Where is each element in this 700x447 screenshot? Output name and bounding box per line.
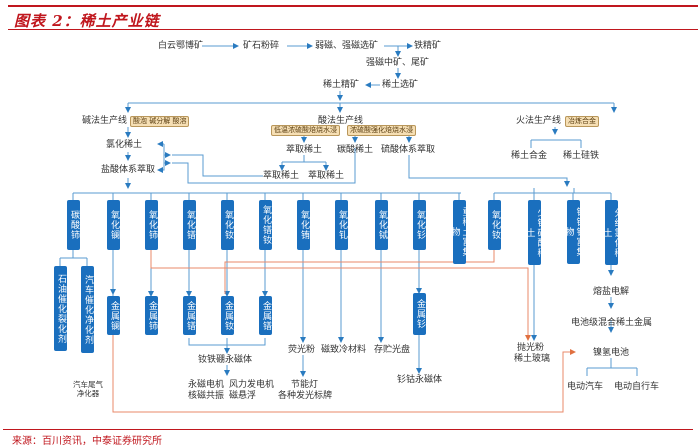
node-metal-prnd: 金属镨 bbox=[259, 296, 272, 335]
product-sm-eu-gd: 钐铕钆富集物 bbox=[564, 200, 585, 264]
app-motor: 永磁电机 bbox=[188, 380, 225, 390]
node-ore: 白云鄂博矿 bbox=[158, 41, 204, 51]
top-rule bbox=[8, 5, 698, 7]
source-note: 来源：百川资讯，中泰证券研究所 bbox=[12, 436, 162, 447]
node-re-chloride: 氯化稀土 bbox=[106, 140, 143, 150]
node-metal-la: 金属镧 bbox=[107, 296, 120, 335]
node-hcl-extract: 盐酸体系萃取 bbox=[101, 165, 156, 175]
node-ev: 电动汽车 bbox=[567, 382, 604, 392]
node-re-concentrate: 稀土精矿 bbox=[323, 80, 360, 90]
node-extract-re-a: 萃取稀土 bbox=[263, 171, 300, 181]
node-re-select: 稀土选矿 bbox=[382, 80, 419, 90]
node-petro-catalyst: 石油催化裂化剂 bbox=[54, 266, 67, 351]
node-magnetic: 弱磁、强磁选矿 bbox=[315, 41, 379, 51]
tag-acid-1: 低温浓硫酸焙烧水浸 bbox=[271, 125, 340, 136]
node-ndfeb: 钕铁硼永磁体 bbox=[198, 355, 253, 365]
product-pr-oxide: 氧化镨 bbox=[183, 200, 196, 250]
tag-acid-2: 浓硫酸强化焙烧水浸 bbox=[347, 125, 416, 136]
node-ebike: 电动自行车 bbox=[614, 382, 660, 392]
tag-alkali: 酸泡 碱分解 酸溶 bbox=[130, 116, 190, 127]
product-tb-oxide: 氧化铽 bbox=[375, 200, 388, 250]
node-nimh: 镍氢电池 bbox=[593, 348, 630, 358]
node-metal-pr: 金属镨 bbox=[183, 296, 196, 335]
product-heavy-re: 重稀土富集物 bbox=[450, 200, 471, 264]
bottom-rule bbox=[3, 429, 693, 430]
node-storage-disc: 存贮光盘 bbox=[374, 345, 411, 355]
node-re-glass: 稀土玻璃 bbox=[514, 354, 551, 364]
figure-title: 图表 2：稀土产业链 bbox=[14, 12, 160, 30]
product-nd-oxide-2: 氧化钕 bbox=[488, 200, 501, 250]
node-battery-metal: 电池级混合稀土金属 bbox=[571, 318, 653, 328]
node-re-alloy: 稀土合金 bbox=[511, 151, 548, 161]
product-pr-nd-oxide: 氧化镨钕 bbox=[259, 200, 272, 250]
node-polish-powder: 抛光粉 bbox=[517, 343, 545, 353]
product-ce-carbonate: 碳酸铈 bbox=[67, 200, 80, 250]
app-nmr: 核磁共振 bbox=[188, 391, 225, 401]
node-carbonate-re: 碳酸稀土 bbox=[337, 145, 374, 155]
node-acid-line: 酸法生产线 bbox=[318, 116, 364, 126]
node-crush: 矿石粉碎 bbox=[243, 41, 280, 51]
product-gd-oxide: 氧化钆 bbox=[335, 200, 348, 250]
node-signs: 各种发光标牌 bbox=[278, 391, 333, 401]
product-eu-oxide: 氧化铕 bbox=[297, 200, 310, 250]
node-molten-salt: 熔盐电解 bbox=[593, 287, 630, 297]
node-metal-ce: 金属铈 bbox=[145, 296, 158, 335]
node-auto-exhaust: 汽车尾气净化器 bbox=[73, 380, 103, 398]
node-alkali-line: 碱法生产线 bbox=[82, 116, 128, 126]
orange-ce-to-polish bbox=[150, 250, 531, 341]
product-drops bbox=[72, 193, 460, 200]
node-auto-catalyst: 汽车催化净化剂 bbox=[81, 266, 94, 353]
product-sm-oxide: 氧化钐 bbox=[413, 200, 426, 250]
node-extract-re: 萃取稀土 bbox=[286, 145, 323, 155]
tag-fire: 冶炼合金 bbox=[565, 116, 599, 127]
node-iron: 铁精矿 bbox=[414, 41, 442, 51]
product-low-nd-carbonate: 少钕碳酸稀土 bbox=[525, 200, 546, 265]
app-maglev: 磁悬浮 bbox=[229, 391, 257, 401]
node-lamp: 节能灯 bbox=[291, 380, 319, 390]
node-smco: 钐钴永磁体 bbox=[397, 375, 443, 385]
product-nd-oxide: 氧化钕 bbox=[221, 200, 234, 250]
title-rule bbox=[8, 29, 698, 30]
product-la-oxide: 氧化镧 bbox=[107, 200, 120, 250]
node-re-ferrosilicon: 稀土硅铁 bbox=[563, 151, 600, 161]
product-ce-oxide: 氧化铈 bbox=[145, 200, 158, 250]
node-sulfate-extract: 硫酸体系萃取 bbox=[381, 145, 436, 155]
node-middling: 强磁中矿、尾矿 bbox=[366, 58, 430, 68]
node-magnetocaloric: 磁致冷材料 bbox=[321, 345, 367, 355]
orange-la-to-nimh bbox=[112, 335, 576, 413]
app-wind: 风力发电机 bbox=[229, 380, 275, 390]
node-fire-line: 火法生产线 bbox=[516, 116, 562, 126]
product-grouped-chloride: 分组氯化稀土 bbox=[602, 200, 623, 265]
node-extract-re-b: 萃取稀土 bbox=[308, 171, 345, 181]
node-phosphor: 荧光粉 bbox=[288, 345, 316, 355]
node-metal-sm: 金属钐 bbox=[413, 293, 426, 335]
node-metal-nd: 金属钕 bbox=[221, 296, 234, 335]
